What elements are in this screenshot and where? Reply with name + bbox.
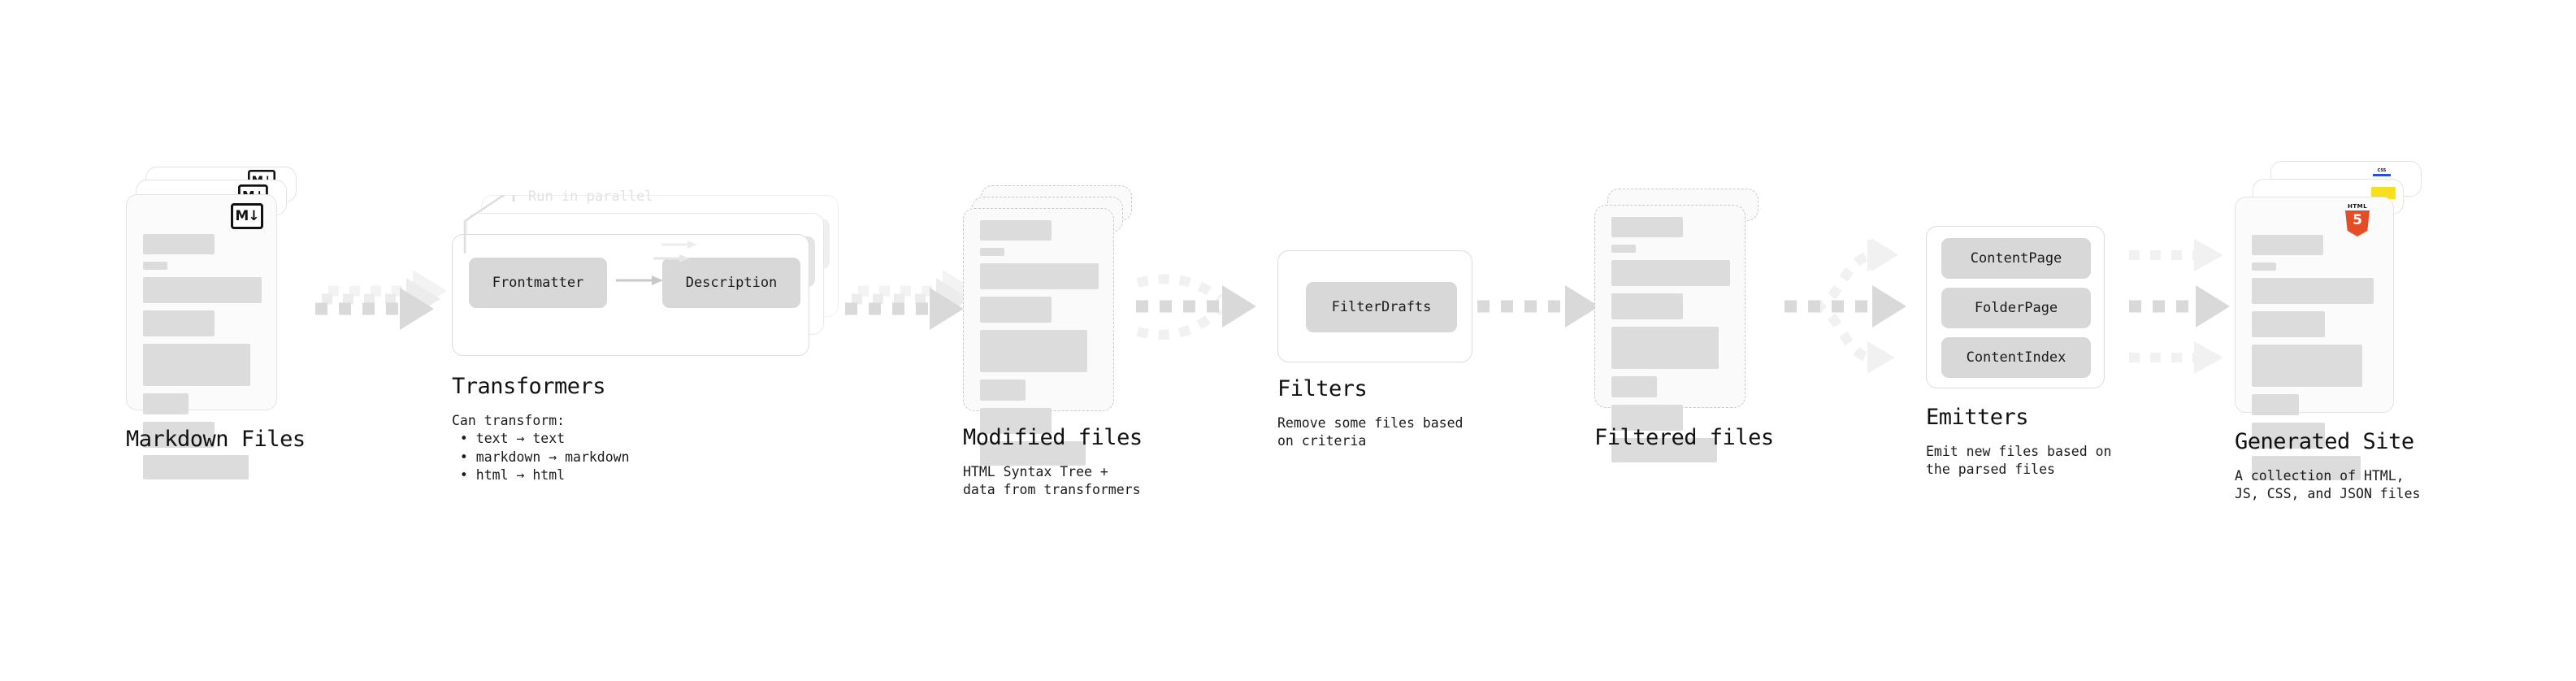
filtered-files-title: Filtered files	[1594, 425, 1774, 450]
arrow-emitters-to-site	[2129, 239, 2230, 374]
arrow-modified-to-filters	[1136, 274, 1256, 340]
html5-badge-shield: 5	[2345, 210, 2370, 236]
emitter-chip-contentindex[interactable]: ContentIndex	[1941, 337, 2091, 378]
site-card-body	[2236, 197, 2393, 480]
transformers-title: Transformers	[452, 374, 606, 399]
arrow-markdown-to-transformers	[315, 270, 447, 330]
generated-site-group: CSS HTML 5	[2235, 161, 2422, 480]
emitters-caption: Emit new files based on the parsed files	[1926, 444, 2112, 478]
content-bar	[980, 220, 1052, 241]
content-bar	[1611, 405, 1683, 431]
generated-site-caption: A collection of HTML, JS, CSS, and JSON …	[2235, 468, 2421, 502]
content-bar	[980, 330, 1087, 372]
content-bar	[1611, 293, 1683, 319]
content-bar	[1611, 376, 1657, 397]
emitter-chip-folderpage[interactable]: FolderPage	[1941, 288, 2091, 328]
js-badge	[2371, 187, 2396, 199]
content-bar	[143, 393, 189, 414]
transformers-group: Frontmatter Description	[452, 195, 866, 358]
filters-title: Filters	[1277, 376, 1368, 401]
filtered-card-body	[1595, 206, 1745, 462]
modified-card-front	[963, 208, 1114, 466]
content-bar	[143, 234, 215, 254]
content-bar	[2252, 456, 2361, 480]
content-bar	[2252, 423, 2325, 449]
css-badge-label: CSS	[2377, 168, 2387, 173]
content-bar	[2252, 311, 2325, 337]
filters-box[interactable]: FilterDrafts	[1277, 250, 1472, 362]
content-bar	[143, 455, 249, 479]
content-bar	[1611, 438, 1717, 462]
filters-caption: Remove some files based on criteria	[1277, 415, 1464, 449]
arrow-filtered-to-emitters	[1785, 237, 1906, 362]
site-card-stack: CSS HTML 5	[2235, 161, 2422, 480]
css-badge-bar	[2373, 174, 2391, 176]
modified-files-caption: HTML Syntax Tree + data from transformer…	[963, 464, 1141, 498]
content-bar	[980, 263, 1099, 289]
html5-badge-word: HTML	[2347, 203, 2368, 210]
markdown-card-front: M↓	[126, 194, 277, 479]
content-bar	[143, 310, 215, 336]
content-bar	[1611, 260, 1730, 286]
run-in-parallel-label: Run in parallel	[528, 189, 653, 205]
emitters-box[interactable]: ContentPage FolderPage ContentIndex	[1926, 226, 2105, 388]
html5-badge: HTML 5	[2344, 204, 2370, 236]
transformer-chip-description[interactable]: Description	[662, 258, 800, 308]
content-bar	[980, 248, 1004, 256]
filtered-card-front	[1594, 205, 1746, 462]
content-bar	[143, 262, 167, 270]
css-badge: CSS	[2373, 169, 2391, 179]
markdown-card-body	[127, 195, 276, 479]
content-bar	[980, 441, 1086, 466]
content-bar	[2252, 278, 2374, 304]
content-bar	[143, 422, 215, 448]
content-bar	[143, 277, 262, 303]
content-bar	[980, 380, 1026, 401]
modified-card-stack	[963, 185, 1138, 466]
modified-files-title: Modified files	[963, 425, 1143, 450]
transformer-chip-frontmatter[interactable]: Frontmatter	[469, 258, 607, 308]
content-bar	[2252, 394, 2299, 415]
generated-site-title: Generated Site	[2235, 429, 2414, 454]
modified-files-group	[963, 185, 1138, 466]
content-bar	[980, 408, 1052, 434]
content-bar	[1611, 217, 1683, 237]
filtered-card-stack	[1594, 189, 1769, 462]
content-bar	[143, 344, 250, 386]
site-card-front: HTML 5	[2235, 197, 2394, 480]
filtered-files-group	[1594, 189, 1769, 462]
content-bar	[1611, 327, 1719, 369]
content-bar	[2252, 262, 2276, 271]
filter-chip-filterdrafts[interactable]: FilterDrafts	[1306, 282, 1457, 332]
transformers-caption: Can transform: • text → text • markdown …	[452, 413, 630, 483]
markdown-card-stack: M↓ M↓ M↓	[126, 167, 301, 479]
transformers-box[interactable]: Frontmatter Description	[452, 234, 809, 356]
arrow-filtered-branch-heads	[1867, 239, 1895, 374]
emitter-chip-contentpage[interactable]: ContentPage	[1941, 238, 2091, 279]
transformer-inner-arrows	[463, 195, 697, 285]
markdown-files-title: Markdown Files	[126, 427, 306, 452]
content-bar	[980, 297, 1052, 323]
modified-card-body	[964, 209, 1113, 466]
content-bar	[2252, 235, 2323, 255]
arrow-filters-to-filtered	[1477, 285, 1599, 327]
content-bar	[2252, 345, 2362, 387]
markdown-badge: M↓	[231, 203, 263, 229]
markdown-files-group: M↓ M↓ M↓	[126, 167, 301, 479]
content-bar	[1611, 245, 1636, 253]
emitters-title: Emitters	[1926, 405, 2029, 430]
